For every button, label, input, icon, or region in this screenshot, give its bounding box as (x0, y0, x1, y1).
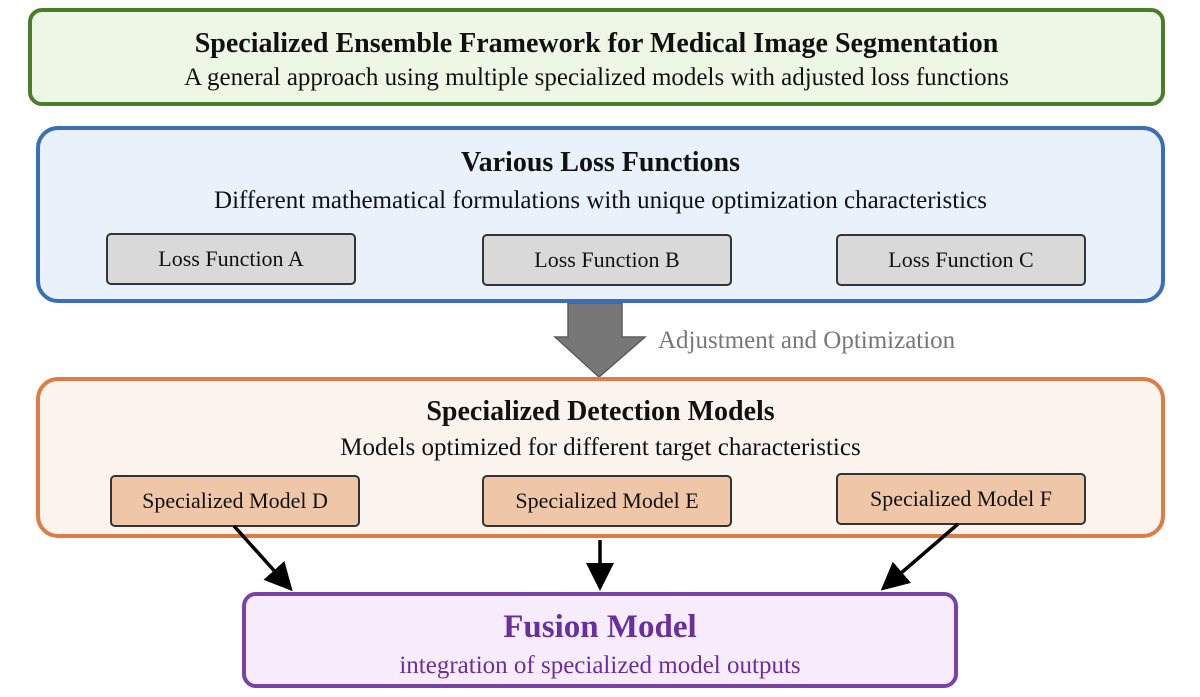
fusion-model-panel: Fusion Model integration of specialized … (242, 592, 958, 688)
loss-functions-subtitle: Different mathematical formulations with… (214, 187, 987, 214)
loss-functions-panel: Various Loss Functions Different mathema… (36, 126, 1165, 303)
fusion-model-subtitle: integration of specialized model outputs (399, 652, 801, 679)
loss-functions-title: Various Loss Functions (460, 147, 741, 178)
detection-models-title: Specialized Detection Models (426, 396, 775, 427)
loss-function-a-box: Loss Function A (106, 233, 356, 285)
adjustment-label: Adjustment and Optimization (658, 327, 956, 354)
fusion-model-title: Fusion Model (503, 609, 697, 645)
arrow-model-f-to-fusion (880, 522, 960, 591)
arrow-model-d-to-fusion (232, 524, 293, 592)
specialized-model-e-box: Specialized Model E (482, 475, 732, 527)
diagram-title: Specialized Ensemble Framework for Medic… (194, 28, 999, 59)
diagram-subtitle: A general approach using multiple specia… (184, 64, 1009, 91)
down-arrow-icon (553, 303, 647, 379)
detection-models-subtitle: Models optimized for different target ch… (340, 434, 861, 461)
loss-function-c-box: Loss Function C (836, 234, 1086, 286)
specialized-model-d-box: Specialized Model D (110, 475, 360, 527)
detection-models-panel: Specialized Detection Models Models opti… (36, 377, 1165, 538)
loss-function-b-box: Loss Function B (482, 234, 732, 286)
specialized-model-f-box: Specialized Model F (836, 473, 1086, 525)
header-panel: Specialized Ensemble Framework for Medic… (28, 8, 1165, 106)
